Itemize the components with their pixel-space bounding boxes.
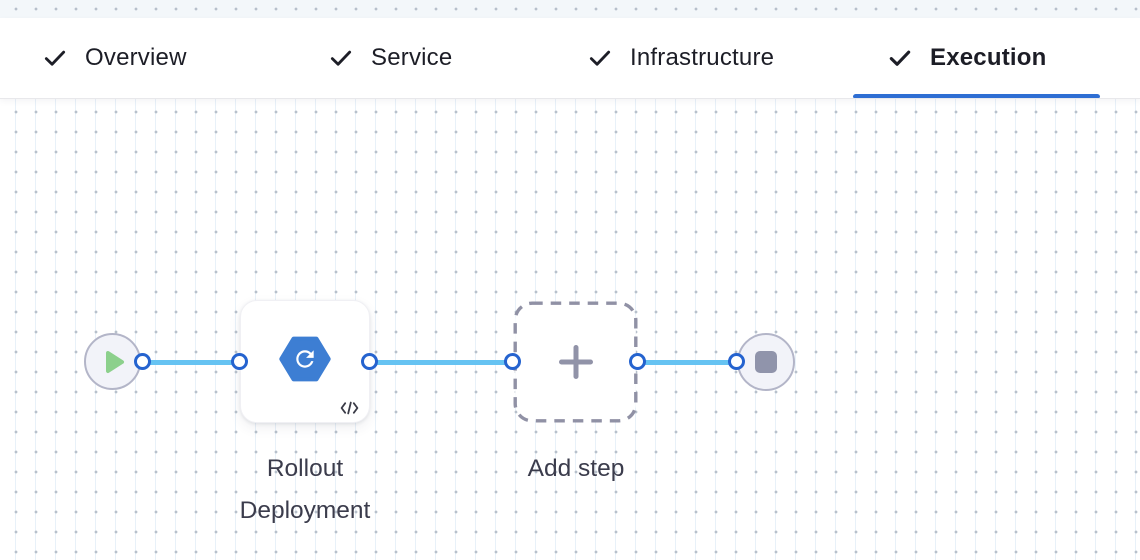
- stop-icon: [755, 351, 777, 373]
- tab-execution[interactable]: Execution: [887, 18, 1047, 98]
- step-label-rollout-deployment: Rollout Deployment: [239, 455, 371, 524]
- add-step-button[interactable]: [513, 301, 638, 423]
- connection-point[interactable]: [134, 353, 152, 371]
- tab-execution-label: Execution: [930, 44, 1047, 71]
- play-icon: [104, 349, 126, 375]
- canvas-top-strip: [0, 0, 1140, 18]
- tab-overview-label: Overview: [85, 44, 187, 71]
- step-rollout-deployment[interactable]: [240, 300, 370, 423]
- connection-point[interactable]: [629, 353, 647, 371]
- tab-infrastructure[interactable]: Infrastructure: [587, 18, 774, 98]
- connection-point[interactable]: [231, 353, 249, 371]
- tab-service-label: Service: [371, 44, 453, 71]
- stage-tabbar: Overview Service Infrastructure Executio…: [0, 18, 1140, 98]
- connection-point[interactable]: [504, 353, 522, 371]
- tab-service[interactable]: Service: [328, 18, 452, 98]
- active-tab-indicator: [853, 93, 1100, 98]
- connection-point[interactable]: [728, 353, 746, 371]
- rollout-deployment-icon: [278, 332, 332, 391]
- check-icon: [42, 45, 68, 71]
- connector-rollout-to-addstep[interactable]: [370, 359, 513, 365]
- end-node[interactable]: [737, 333, 795, 391]
- tab-overview[interactable]: Overview: [42, 18, 187, 98]
- connector-start-to-rollout[interactable]: [143, 359, 240, 365]
- connector-addstep-to-end[interactable]: [638, 359, 737, 365]
- plus-icon: [558, 344, 594, 380]
- check-icon: [587, 45, 613, 71]
- pipeline-canvas[interactable]: Rollout Deployment Add step: [0, 98, 1140, 560]
- step-label-add-step[interactable]: Add step: [527, 455, 625, 482]
- tab-infrastructure-label: Infrastructure: [630, 44, 775, 71]
- code-icon[interactable]: [340, 401, 359, 415]
- check-icon: [887, 45, 913, 71]
- connection-point[interactable]: [361, 353, 379, 371]
- check-icon: [328, 45, 354, 71]
- start-node[interactable]: [84, 333, 141, 390]
